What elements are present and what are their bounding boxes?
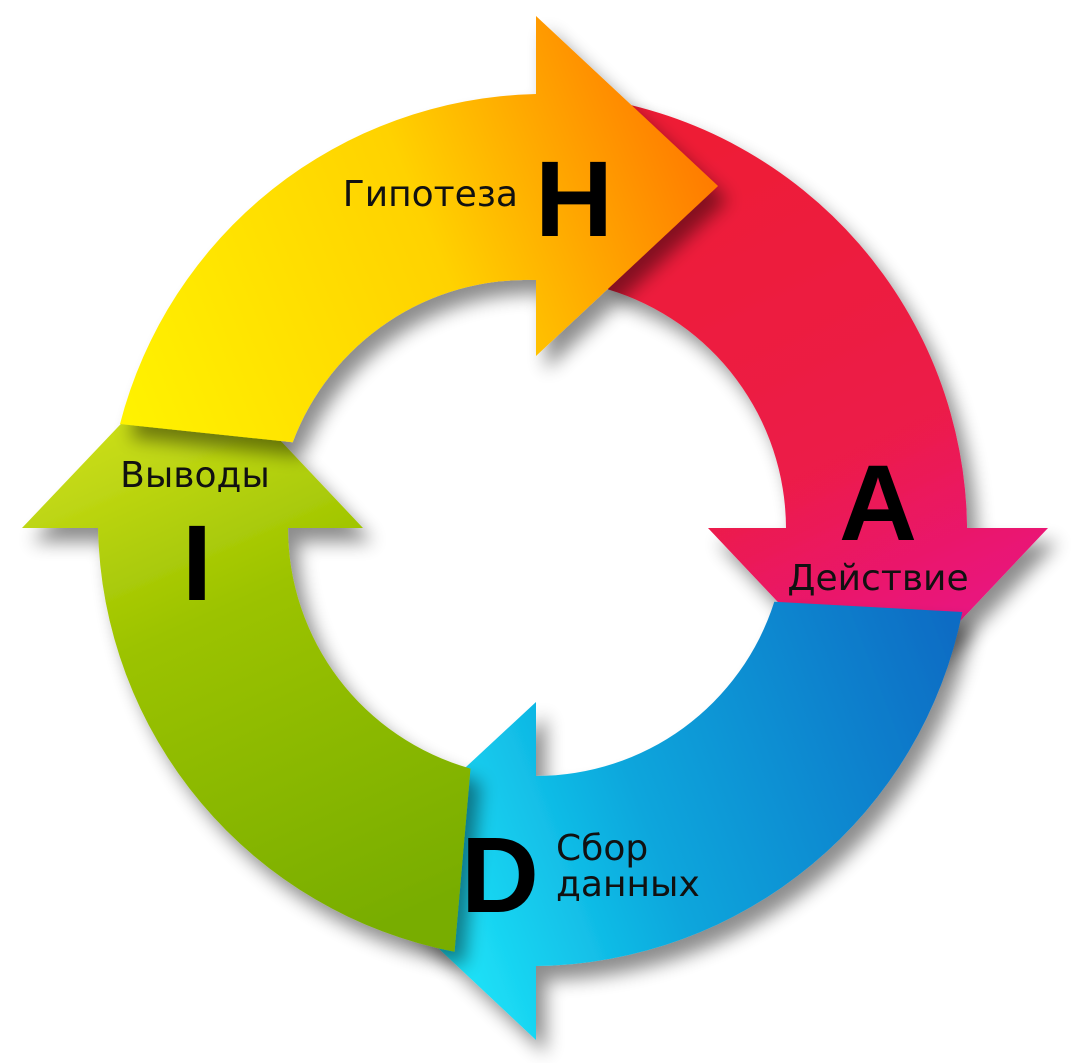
label-conclusions: Выводы: [120, 455, 270, 496]
letter-action: A: [839, 442, 917, 563]
letter-data-collection: D: [461, 814, 539, 935]
arrow-action: [593, 97, 1048, 709]
label-data-collection: Сбор данных: [556, 828, 700, 905]
letter-conclusions: I: [182, 502, 212, 623]
arrow-data-collection: [355, 601, 963, 1040]
arrow-hypothesis: [120, 16, 718, 443]
label-data-collection-line-1: Сбор: [556, 828, 648, 869]
label-action: Действие: [787, 558, 968, 599]
label-hypothesis: Гипотеза: [343, 174, 518, 215]
label-data-collection-line-2: данных: [556, 864, 700, 905]
arrow-conclusions: [22, 348, 471, 952]
letter-hypothesis: H: [535, 138, 613, 259]
